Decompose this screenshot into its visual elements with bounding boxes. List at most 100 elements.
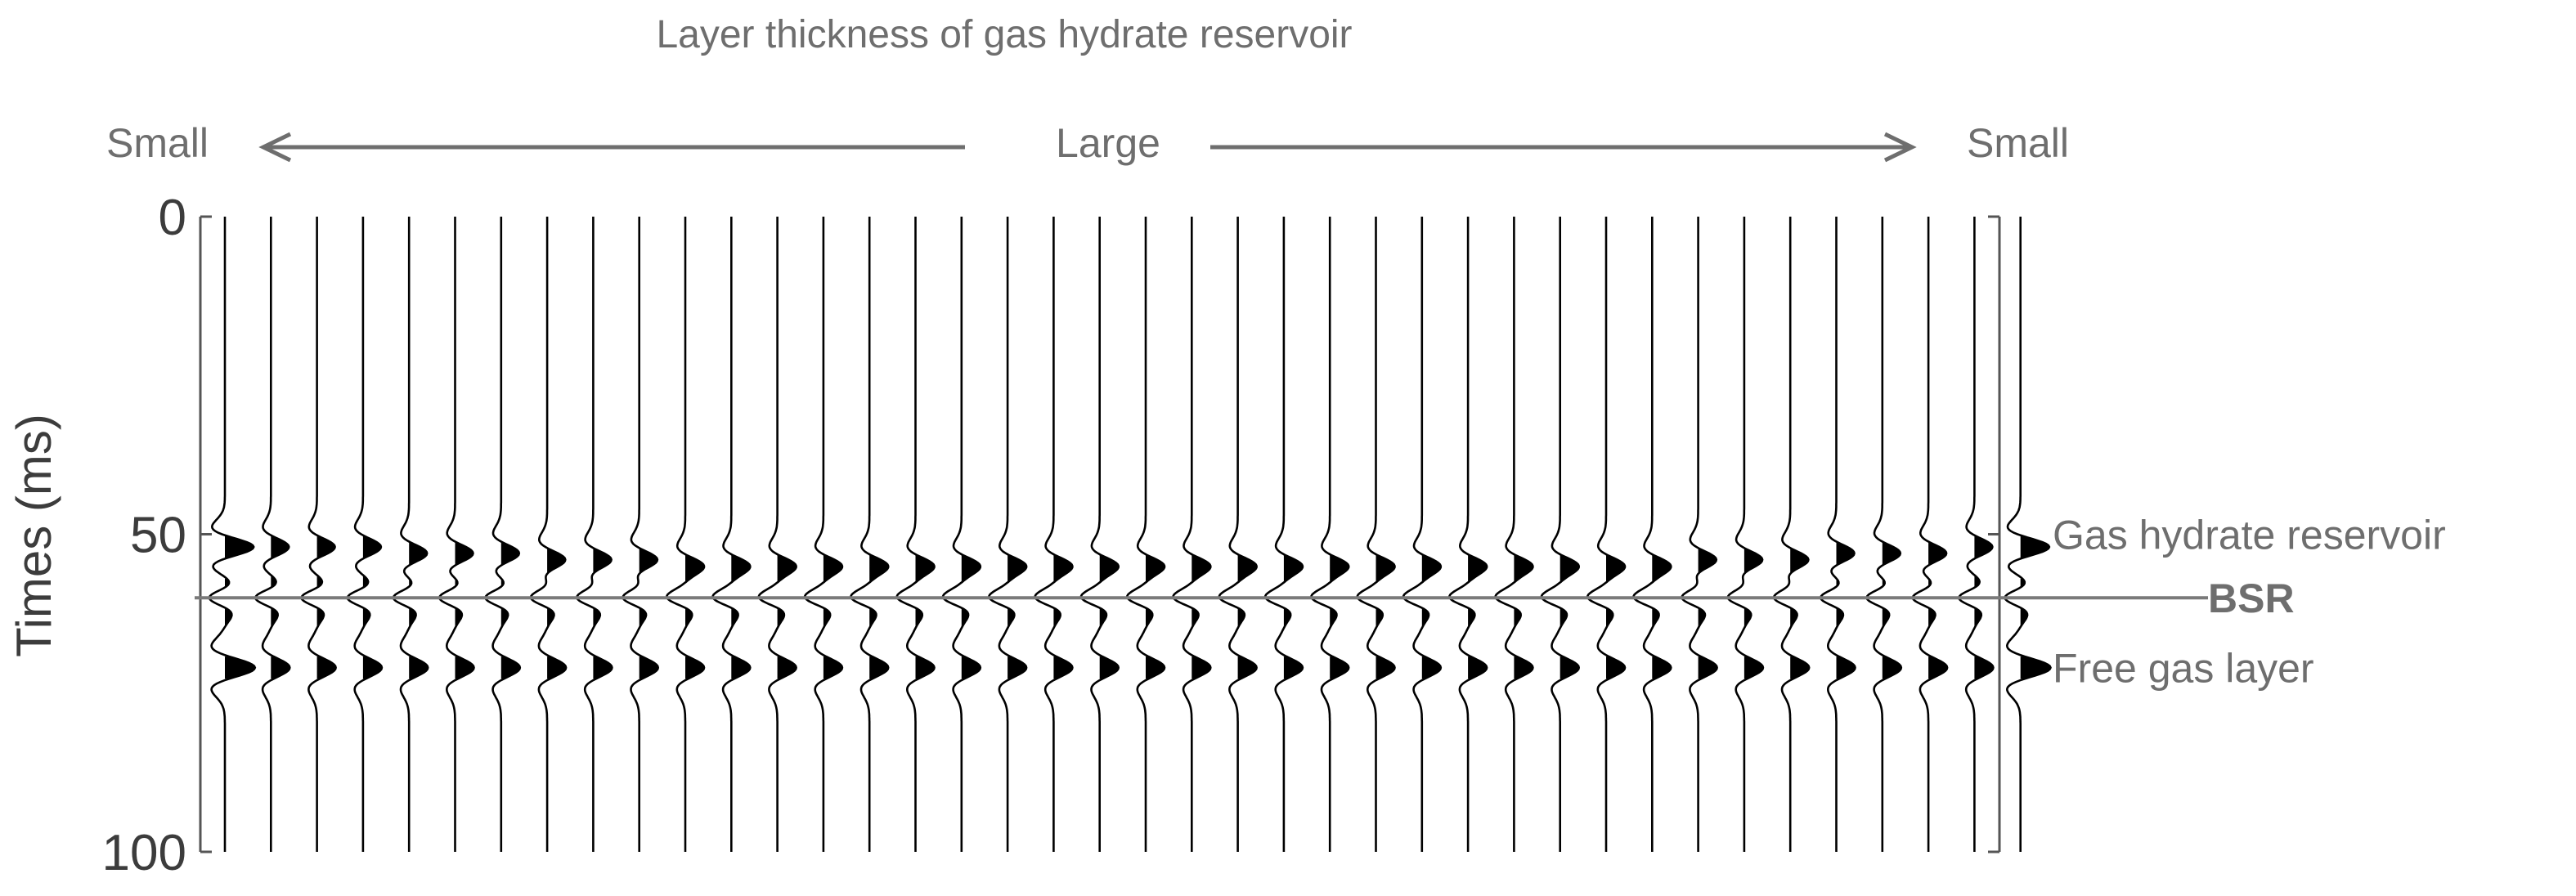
annotation-free-gas-layer: Free gas layer: [2053, 646, 2314, 692]
y-tick-label: 0: [159, 190, 186, 246]
trace-fill: [500, 578, 504, 585]
trace-fill: [777, 608, 784, 627]
trace-fill: [1882, 542, 1901, 565]
trace-fill: [1974, 535, 1993, 558]
trace-fill: [1468, 608, 1475, 627]
trace-wiggle: [757, 217, 797, 852]
trace-fill: [1790, 656, 1810, 679]
trace-fill: [1928, 578, 1931, 585]
trace-fill: [915, 608, 922, 627]
trace-fill: [455, 578, 458, 585]
trace-fill: [1836, 578, 1839, 585]
trace-fill: [1283, 656, 1303, 679]
trace-fill: [455, 542, 473, 565]
direction-label-right: Small: [1967, 120, 2069, 166]
trace-fill: [1560, 656, 1579, 679]
trace-wiggle: [484, 217, 522, 852]
trace-fill: [1882, 656, 1901, 679]
trace-fill: [2020, 608, 2028, 627]
trace-fill: [731, 656, 751, 679]
trace-fill: [1146, 608, 1153, 627]
trace-fill: [1744, 549, 1763, 573]
direction-label-left: Small: [106, 120, 209, 166]
trace-fill: [1790, 608, 1797, 627]
trace-fill: [1882, 578, 1885, 585]
trace-fill: [639, 608, 647, 627]
y-axis-label: Times (ms): [7, 414, 61, 657]
y-tick-label: 100: [102, 825, 186, 881]
trace-fill: [823, 608, 831, 627]
trace-wiggle: [208, 217, 257, 852]
trace-fill: [362, 576, 369, 587]
trace-fill: [823, 656, 842, 679]
trace-fill: [2020, 578, 2025, 587]
trace-wiggle: [1172, 217, 1212, 852]
trace-fill: [1606, 656, 1625, 679]
trace-fill: [1192, 656, 1211, 679]
trace-wiggle: [1218, 217, 1258, 852]
seismic-traces: [208, 217, 2052, 852]
trace-fill: [1421, 554, 1441, 582]
annotation-gas-hydrate-reservoir: Gas hydrate reservoir: [2053, 513, 2446, 558]
trace-wiggle: [1681, 217, 1718, 852]
trace-wiggle: [895, 217, 936, 852]
trace-fill: [1283, 608, 1291, 627]
trace-fill: [316, 535, 335, 558]
trace-wiggle: [1819, 217, 1856, 852]
trace-fill: [1376, 554, 1395, 582]
trace-fill: [1146, 656, 1165, 679]
trace-fill: [362, 656, 382, 679]
trace-fill: [1099, 656, 1119, 679]
trace-fill: [455, 608, 462, 627]
trace-fill: [869, 554, 889, 582]
trace-fill: [1928, 542, 1947, 565]
trace-fill: [500, 608, 509, 627]
trace-fill: [316, 656, 336, 679]
trace-wiggle: [711, 217, 752, 852]
trace-fill: [731, 554, 751, 582]
trace-wiggle: [1402, 217, 1443, 852]
trace-wiggle: [1494, 217, 1534, 852]
trace-fill: [316, 576, 322, 587]
trace-fill: [1652, 554, 1672, 582]
direction-label-center: Large: [1056, 120, 1160, 166]
trace-fill: [777, 554, 797, 582]
trace-fill: [869, 608, 877, 627]
trace-fill: [1698, 656, 1717, 679]
trace-fill: [1008, 554, 1027, 582]
trace-wiggle: [988, 217, 1028, 852]
trace-fill: [1514, 554, 1533, 582]
trace-fill: [1099, 554, 1119, 582]
trace-wiggle: [1448, 217, 1488, 852]
trace-fill: [225, 578, 230, 587]
trace-fill: [409, 578, 412, 585]
trace-fill: [1283, 554, 1303, 582]
trace-fill: [547, 656, 567, 679]
trace-wiggle: [1079, 217, 1120, 852]
trace-fill: [1008, 608, 1015, 627]
trace-fill: [1053, 608, 1061, 627]
trace-fill: [593, 656, 613, 679]
trace-fill: [547, 549, 566, 573]
trace-fill: [639, 549, 657, 573]
trace-wiggle: [1540, 217, 1581, 852]
trace-wiggle: [941, 217, 982, 852]
trace-wiggle: [850, 217, 890, 852]
trace-wiggle: [529, 217, 568, 852]
trace-fill: [1698, 608, 1705, 627]
trace-wiggle: [1772, 217, 1811, 852]
trace-fill: [1146, 554, 1165, 582]
trace-fill: [409, 608, 416, 627]
trace-fill: [1237, 656, 1257, 679]
trace-fill: [1468, 656, 1488, 679]
trace-fill: [1928, 608, 1936, 627]
trace-fill: [1698, 549, 1717, 573]
trace-fill: [225, 608, 232, 627]
trace-fill: [1237, 554, 1257, 582]
trace-wiggle: [665, 217, 706, 852]
trace-fill: [1468, 554, 1488, 582]
trace-fill: [1514, 608, 1521, 627]
trace-fill: [225, 535, 254, 558]
arrow-right: [1210, 132, 1917, 163]
